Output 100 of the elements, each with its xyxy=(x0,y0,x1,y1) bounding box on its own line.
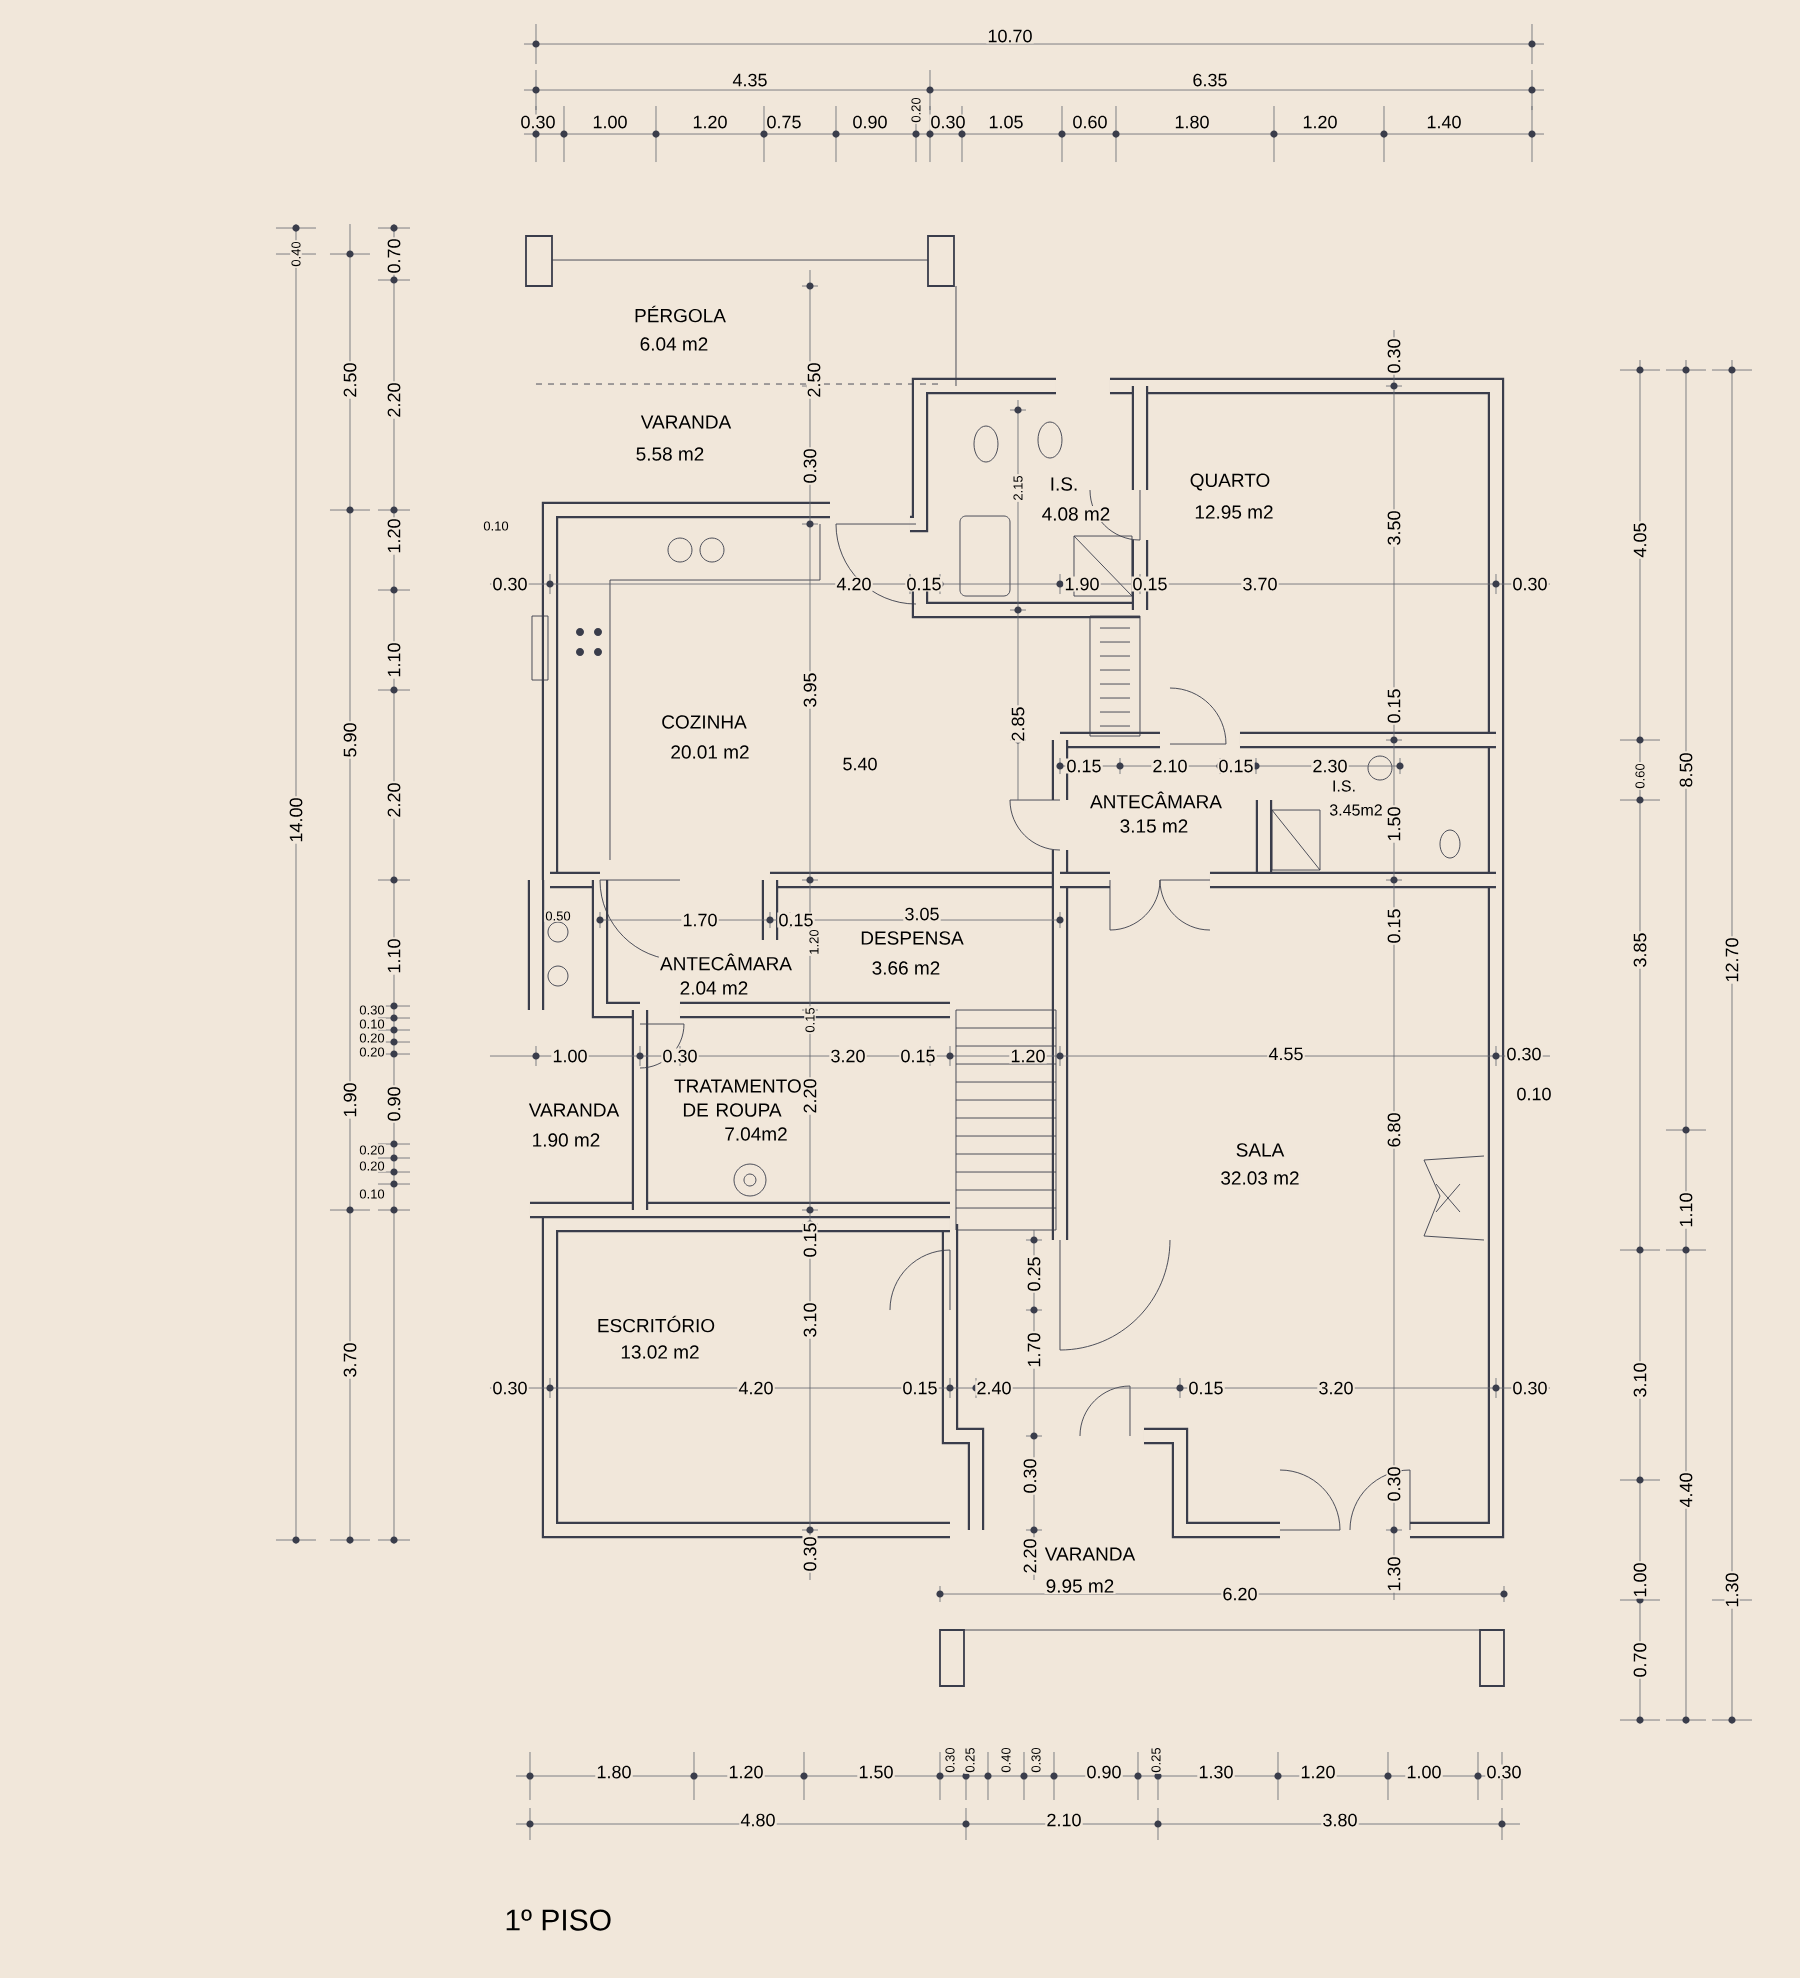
dimension-label: 1.50 xyxy=(1386,805,1402,843)
room-name: QUARTO xyxy=(1188,472,1272,492)
room-name: DESPENSA xyxy=(859,930,965,946)
dimension-label: 2.20 xyxy=(802,1077,818,1115)
dimension-label: 0.15 xyxy=(1131,576,1169,592)
dimension-label: 1.80 xyxy=(595,1764,633,1780)
dimension-label: 0.15 xyxy=(905,576,943,592)
dimension-label: 1.70 xyxy=(1026,1331,1042,1369)
dimension-label: 10.70 xyxy=(986,28,1034,44)
dimension-label: 0.60 xyxy=(1071,114,1109,130)
dimension-label: 1.70 xyxy=(681,912,719,928)
dimension-label: 0.30 xyxy=(1386,1465,1402,1503)
room-area: 3.66 m2 xyxy=(870,960,942,976)
dimension-label: 0.15 xyxy=(777,912,815,928)
dimension-label: 2.50 xyxy=(806,361,822,399)
room-area: 7.04m2 xyxy=(723,1126,789,1142)
dimension-label: 1.90 xyxy=(1063,576,1101,592)
dimension-label: 1.20 xyxy=(1299,1764,1337,1780)
room-area: 5.58 m2 xyxy=(634,446,706,462)
dimension-label: 0.15 xyxy=(1217,758,1255,774)
dimension-label: 0.30 xyxy=(1485,1764,1523,1780)
dimension-label: 2.50 xyxy=(342,361,358,399)
dimension-label: 3.80 xyxy=(1321,1812,1359,1828)
room-name: COZINHA xyxy=(660,714,748,730)
dimension-label: 1.20 xyxy=(1301,114,1339,130)
dimension-label: 0.30 xyxy=(491,1380,529,1396)
dimension-label: 4.05 xyxy=(1632,521,1648,559)
dimension-label: 0.15 xyxy=(1065,758,1103,774)
room-area: 32.03 m2 xyxy=(1219,1170,1301,1186)
dimension-label: 5.40 xyxy=(841,756,879,772)
room-area: 3.15 m2 xyxy=(1118,818,1190,834)
room-area: 12.95 m2 xyxy=(1193,504,1275,520)
dimension-label: 6.20 xyxy=(1221,1586,1259,1602)
room-name: ANTECÂMARA xyxy=(1088,790,1224,810)
dimension-label: 5.90 xyxy=(342,721,358,759)
dimension-label: 1.20 xyxy=(691,114,729,130)
dimension-label: 1.00 xyxy=(551,1048,589,1064)
room-name: VARANDA xyxy=(1043,1546,1137,1562)
dimension-label: 1.30 xyxy=(1386,1555,1402,1593)
dimension-label: 0.30 xyxy=(1511,1380,1549,1396)
room-name: VARANDA xyxy=(639,414,733,430)
dimension-label: 0.30 xyxy=(802,1535,818,1573)
dimension-label: 3.70 xyxy=(342,1341,358,1379)
dimension-label: 0.30 xyxy=(1386,337,1402,375)
dimension-label: 1.50 xyxy=(857,1764,895,1780)
dimension-label: 4.35 xyxy=(731,72,769,88)
room-area: 20.01 m2 xyxy=(669,744,751,760)
dimension-label: 3.85 xyxy=(1632,931,1648,969)
dimension-label: 1.20 xyxy=(727,1764,765,1780)
dimension-label: 3.20 xyxy=(1317,1380,1355,1396)
dimension-label: 3.10 xyxy=(802,1301,818,1339)
dimension-label: 0.75 xyxy=(765,114,803,130)
room-name: VARANDA xyxy=(527,1102,621,1118)
room-area: 4.08 m2 xyxy=(1040,506,1112,522)
dimension-label: 2.85 xyxy=(1010,705,1026,743)
room-area: 1.90 m2 xyxy=(530,1132,602,1148)
dimension-label: 0.15 xyxy=(802,1221,818,1259)
dimension-label: 0.90 xyxy=(386,1085,402,1123)
dimension-label: 1.00 xyxy=(1405,1764,1443,1780)
floor-title: 1º PISO xyxy=(506,1909,611,1931)
dimension-label: 0.30 xyxy=(661,1048,699,1064)
dimension-label: 3.95 xyxy=(802,671,818,709)
room-name: SALA xyxy=(1234,1142,1286,1158)
dimension-label: 0.25 xyxy=(1026,1255,1042,1293)
dimension-label: 4.20 xyxy=(737,1380,775,1396)
dimension-label: 4.20 xyxy=(835,576,873,592)
dimension-label: 3.70 xyxy=(1241,576,1279,592)
dimension-label: 0.15 xyxy=(899,1048,937,1064)
dimension-label: 1.05 xyxy=(987,114,1025,130)
dimension-label: 1.00 xyxy=(591,114,629,130)
room-name: ANTECÂMARA xyxy=(658,952,794,972)
dimension-label: 1.20 xyxy=(386,517,402,555)
dimension-label: 2.10 xyxy=(1045,1812,1083,1828)
room-area: 13.02 m2 xyxy=(619,1344,701,1360)
dimension-label: 1.30 xyxy=(1197,1764,1235,1780)
dimension-label: 0.15 xyxy=(1386,687,1402,725)
dimension-label: 6.80 xyxy=(1386,1111,1402,1149)
dimension-label: 6.35 xyxy=(1191,72,1229,88)
dimension-label: 14.00 xyxy=(288,796,304,844)
dimension-label: 0.10 xyxy=(1515,1086,1553,1102)
dimension-label: 3.10 xyxy=(1632,1361,1648,1399)
dimension-label: 0.90 xyxy=(1085,1764,1123,1780)
room-name: TRATAMENTO DE ROUPA xyxy=(672,1078,801,1118)
dimension-label: 1.00 xyxy=(1632,1561,1648,1599)
room-area: 6.04 m2 xyxy=(638,336,710,352)
dimension-label: 2.20 xyxy=(1022,1537,1038,1575)
dimension-label: 0.15 xyxy=(901,1380,939,1396)
room-name: I.S. xyxy=(1048,476,1080,492)
dimension-label: 1.20 xyxy=(1009,1048,1047,1064)
dimension-label: 0.30 xyxy=(1022,1457,1038,1495)
dimension-label: 0.30 xyxy=(491,576,529,592)
dimension-label: 8.50 xyxy=(1678,751,1694,789)
room-area: 9.95 m2 xyxy=(1044,1578,1116,1594)
room-name: I.S. xyxy=(1330,779,1358,793)
dimension-label: 2.30 xyxy=(1311,758,1349,774)
dimension-label: 2.10 xyxy=(1151,758,1189,774)
dimension-label: 0.30 xyxy=(1505,1046,1543,1062)
dimension-label: 0.15 xyxy=(1386,907,1402,945)
dimension-label: 2.40 xyxy=(975,1380,1013,1396)
room-name: 3.45m2 xyxy=(1328,803,1384,817)
